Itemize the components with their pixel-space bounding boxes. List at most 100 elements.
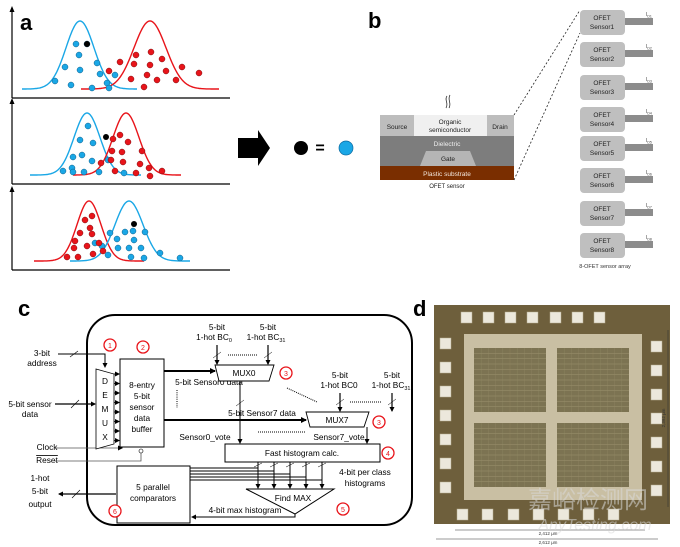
bus-slash: [269, 462, 279, 468]
zoom-line-bottom: [513, 32, 581, 181]
step-marker-3: [372, 415, 386, 429]
red-gaussian-curve: [81, 20, 219, 90]
red-data-point: [71, 237, 79, 245]
red-data-point: [136, 160, 144, 168]
sensor7-vote-label: Sensor7_vote: [313, 432, 365, 442]
clock-label: Clock: [37, 442, 59, 452]
sensor-data-label-2: data: [22, 409, 39, 419]
step-marker-number: 5: [341, 507, 345, 514]
blue-gaussian-curve: [22, 20, 137, 90]
blue-data-point: [137, 244, 145, 252]
parallel-comparators-block: [116, 465, 191, 524]
gate-electrode: [420, 151, 476, 166]
blue-data-point: [59, 167, 67, 175]
step-marker-number: 1: [108, 343, 112, 350]
bus-slash: [253, 462, 263, 468]
demux-output-arrows: [114, 371, 120, 443]
equals-sign: =: [315, 140, 324, 157]
ofet-sensor-caption: OFET sensor: [429, 184, 465, 190]
step-marker-2: [136, 340, 150, 354]
black-query-point: [131, 221, 137, 227]
sensor-box: [580, 136, 625, 161]
reset-bubble: [138, 448, 144, 454]
blue-data-point: [80, 168, 88, 176]
bond-pad: [460, 311, 473, 324]
bus-slash: [335, 398, 345, 406]
blue-data-point: [88, 84, 96, 92]
step-marker-number: 6: [113, 509, 117, 516]
per-class-label-1: 4-bit per class: [339, 467, 391, 477]
mux0-label: MUX0: [232, 368, 255, 378]
histogram-label: Fast histogram calc.: [265, 448, 339, 458]
bus-slash: [212, 351, 222, 359]
sensor-lead: [625, 115, 653, 122]
bus-slash: [387, 398, 397, 406]
drain-current-label: ID7: [646, 203, 652, 210]
blue-gaussian-curve: [70, 200, 190, 262]
sensor-label-1: OFET: [593, 206, 610, 213]
bus-slash: [70, 399, 80, 409]
panel-b: b Source Organic semiconductor Drain Die…: [368, 8, 653, 270]
bond-pad: [650, 388, 663, 401]
red-data-point: [119, 158, 127, 166]
red-data-point: [111, 167, 119, 175]
bus-slash: [69, 350, 79, 358]
red-data-point: [145, 164, 153, 172]
sensor-box: [580, 168, 625, 193]
blue-data-point: [76, 66, 84, 74]
step-marker-number: 2: [141, 345, 145, 352]
demux-block: [95, 368, 115, 450]
gate-label: Gate: [441, 156, 455, 163]
blue-data-point: [104, 251, 112, 259]
red-data-point: [116, 58, 124, 66]
drain-current-label: ID6: [646, 170, 652, 177]
demux-letter: E: [102, 390, 108, 400]
step-marker-number: 3: [377, 420, 381, 427]
red-data-point: [109, 135, 117, 143]
panel-a-plots: [9, 6, 230, 271]
reset-label: Reset: [36, 455, 58, 465]
inner-width-label: 2,412 μm: [539, 531, 558, 536]
red-data-point: [88, 230, 96, 238]
blue-gaussian-curve: [30, 112, 141, 176]
blue-data-point: [106, 229, 114, 237]
panel-label-d: d: [413, 296, 426, 321]
bond-pad: [482, 311, 495, 324]
output-label-3: output: [28, 499, 52, 509]
bond-pad: [439, 481, 452, 494]
address-wire: [58, 353, 108, 368]
max-histogram-wire: [191, 514, 296, 520]
red-data-point: [124, 138, 132, 146]
blue-data-point: [125, 244, 133, 252]
bond-pad: [650, 340, 663, 353]
black-query-point: [84, 41, 90, 47]
bond-pad: [650, 460, 663, 473]
sensor-box: [580, 10, 625, 35]
step-marker-number: 4: [386, 451, 390, 458]
buffer-text-line: 5-bit: [134, 391, 151, 401]
fast-histogram-block: [224, 443, 381, 463]
step-marker-4: [381, 446, 395, 460]
blue-data-point: [176, 254, 184, 262]
red-data-point: [81, 216, 89, 224]
sensor-data-label-1: 5-bit sensor: [8, 399, 52, 409]
red-data-point: [83, 242, 91, 250]
drain-current-label: ID1: [646, 12, 652, 19]
demux-letter: D: [102, 376, 108, 386]
bond-pad: [439, 433, 452, 446]
outer-width-label: 2,612 μm: [539, 540, 558, 545]
demux-letter: M: [102, 404, 109, 414]
blue-data-point: [75, 51, 83, 59]
red-data-point: [99, 247, 107, 255]
sensor-box: [580, 107, 625, 132]
red-data-point: [172, 76, 180, 84]
red-data-point: [116, 131, 124, 139]
sensor-lead: [625, 209, 653, 216]
blue-data-point: [69, 168, 77, 176]
sensor-label-1: OFET: [593, 47, 610, 54]
drain-current-label: ID4: [646, 109, 652, 116]
